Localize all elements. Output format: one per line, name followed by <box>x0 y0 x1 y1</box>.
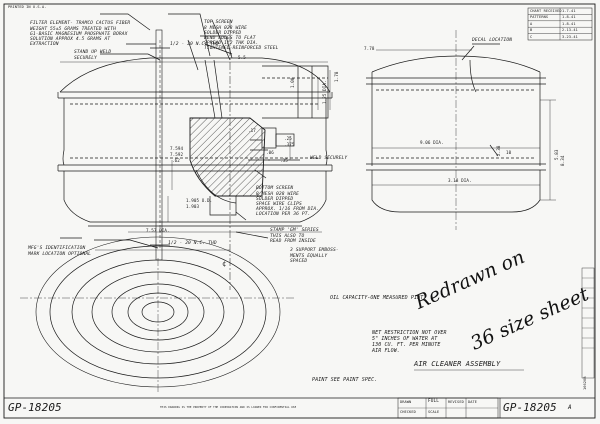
dim-35: .35 <box>280 158 288 163</box>
filter-section-hatch <box>189 117 266 197</box>
sheet-header: PRINTED IN U.S.A. <box>8 5 47 9</box>
revision-letter: A <box>568 404 572 411</box>
confidential-note: THIS DRAWING IS THE PROPERTY OF THE CORP… <box>160 406 297 409</box>
sheet-border <box>3 3 596 419</box>
tb-scale: SCALE <box>428 410 440 414</box>
dim-17: .17 <box>248 128 256 133</box>
dome-outline <box>59 57 331 93</box>
outlet-pipe <box>262 65 329 119</box>
rev-row-0: CHART RECEIVED <box>530 9 562 13</box>
rev-date-0: 1-7-41 <box>562 9 576 13</box>
margin-table <box>581 267 595 379</box>
thread-bottom-note: 1/2 - 20 N.C. THD <box>168 241 217 246</box>
paint-note: PAINT SEE PAINT SPEC. <box>312 377 378 383</box>
drawing-number: GP-18205 <box>8 401 62 414</box>
rev-row-1: PATTERNS <box>530 15 549 20</box>
rev-row-3: B <box>530 28 533 33</box>
rev-date-4: 3-23-41 <box>562 34 578 39</box>
drawing-number-title-block: GP-18205 <box>503 401 557 414</box>
tb-full: FULL <box>428 399 439 404</box>
rev-row-2: A <box>530 21 533 26</box>
dim-1-905: 1.905 O.D. <box>186 198 213 203</box>
dim-7-594: 7.594 <box>170 146 184 151</box>
oil-capacity-note: OIL CAPACITY-ONE MEASURED PINT <box>330 295 424 301</box>
dim-7-57: 7.57 DIA. <box>146 228 170 233</box>
rev-date-1: 1-8-41 <box>562 15 576 20</box>
dim-62: .62 <box>172 158 180 163</box>
dim-7-78: 7.78 <box>364 46 375 51</box>
dim-1: 1.00 <box>290 77 295 88</box>
decal-note: DECAL LOCATION <box>472 38 513 43</box>
rev-row-4: C <box>530 34 533 39</box>
thread-top-note: 1/2 - 20 N.C. THD <box>170 42 219 47</box>
side-view-dome <box>371 55 541 73</box>
dim-10: 10 <box>506 150 512 155</box>
dim-5-83: 5.83 <box>554 149 559 160</box>
dim-25: .25 <box>284 136 292 141</box>
dim-3-18: 3.18 DIA. <box>448 178 472 183</box>
rev-date-3: 2-13-41 <box>562 28 578 33</box>
center-stud <box>155 29 163 261</box>
tb-date: DATE <box>468 400 478 404</box>
dim-1-903: 1.903 <box>186 204 200 209</box>
dim-1-78: 1.78 <box>334 71 339 82</box>
dim-9-06: 9.06 DIA. <box>420 140 444 145</box>
dim-8-34: 8.34 <box>560 155 565 166</box>
margin-stamp: 16620B <box>583 376 587 390</box>
weld-note: WELD SECURELY <box>310 156 348 161</box>
oil-bowl-outline <box>63 171 327 223</box>
rev-date-2: 1-8-41 <box>562 21 576 26</box>
tb-revised: REVISED <box>448 400 464 404</box>
drawing-title: AIR CLEANER ASSEMBLY <box>414 360 501 368</box>
tb-drawn: DRAWN <box>400 400 412 404</box>
dim-2-38: 2.38 <box>496 145 501 156</box>
centerline-mark: ¢ <box>222 260 227 268</box>
dim-375: .375 <box>284 142 295 147</box>
tb-checked: CHECKED <box>400 410 416 414</box>
dim-1-25: 1.25 DIA. <box>322 80 327 104</box>
dim-06: .06 <box>266 150 274 155</box>
dim-5-5: 5.5 <box>238 55 246 60</box>
dim-7-592: 7.592 <box>170 152 184 157</box>
